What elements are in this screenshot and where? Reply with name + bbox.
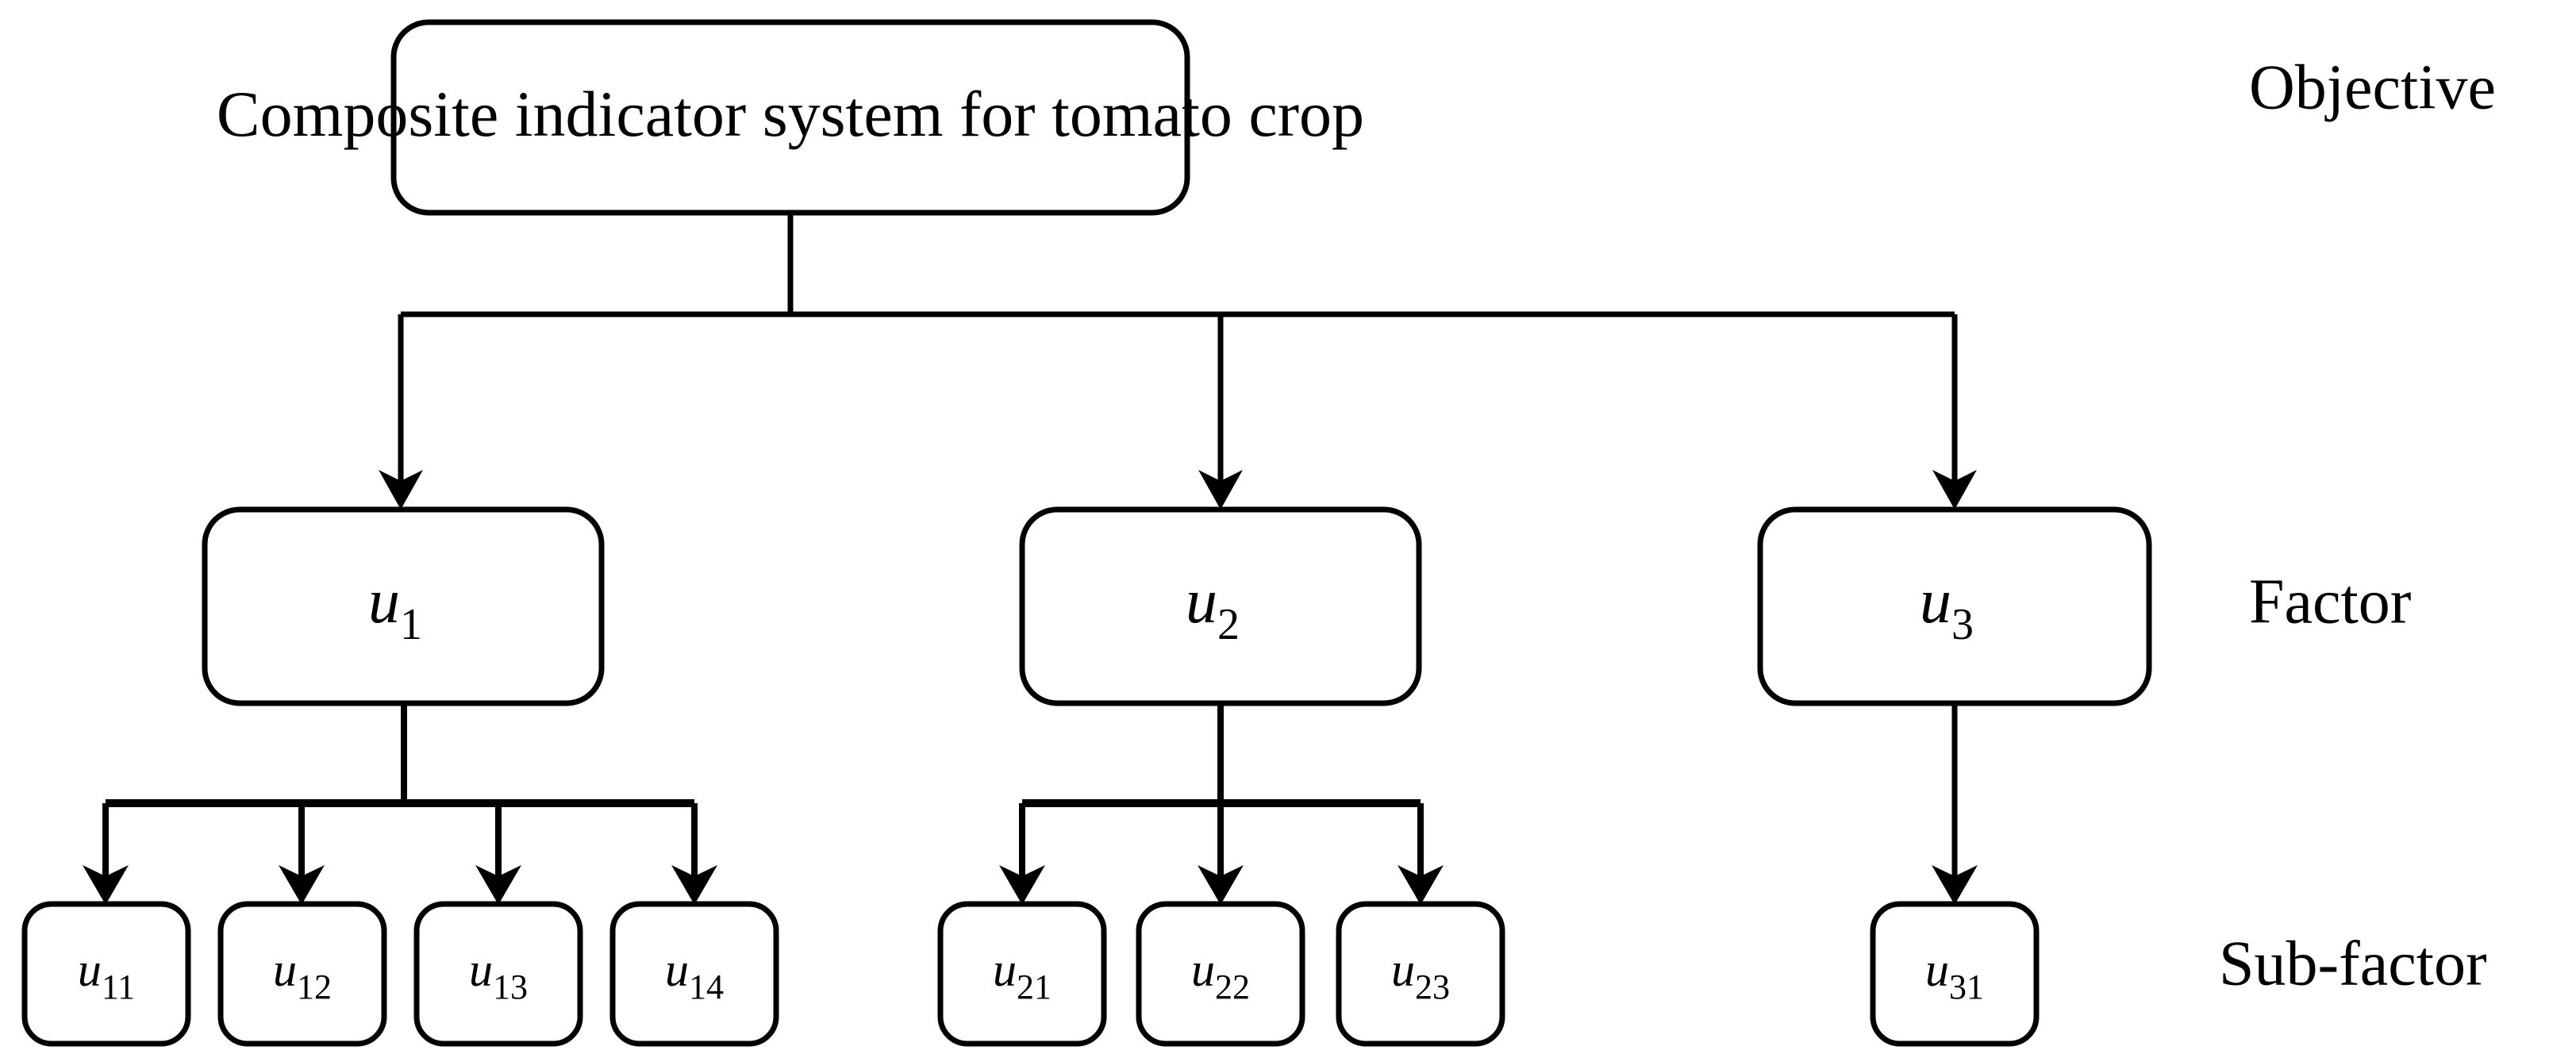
subfactor-label-u14: u14 [665, 944, 724, 1006]
arrowhead-u1-u13 [475, 865, 521, 905]
subfactor-node-u22[interactable]: u22 [1136, 901, 1305, 1047]
subfactor-base-u11: u [78, 944, 102, 996]
factor-subscript-u1: 1 [400, 600, 422, 649]
u2-to-subfactors-connector [999, 703, 1444, 905]
factor-subscript-u2: 2 [1217, 600, 1240, 649]
subfactor-label-u11: u11 [78, 944, 135, 1006]
subfactor-subscript-u14: 14 [689, 967, 724, 1006]
arrowhead-u3-u31 [1932, 865, 1978, 905]
subfactor-node-u11[interactable]: u11 [21, 901, 191, 1047]
factor-base-u3: u [1920, 567, 1951, 637]
factor-label-u1: u1 [368, 567, 422, 649]
arrowhead-objective-u2 [1198, 470, 1243, 510]
subfactor-base-u22: u [1191, 944, 1215, 996]
subfactor-base-u12: u [273, 944, 297, 996]
subfactor-box-u23[interactable] [1336, 901, 1505, 1047]
arrowhead-objective-u1 [379, 470, 423, 510]
subfactor-box-u13[interactable] [413, 901, 583, 1047]
subfactor-node-u12[interactable]: u12 [217, 901, 387, 1047]
subfactor-subscript-u13: 13 [493, 967, 528, 1006]
factor-label-u2: u2 [1186, 567, 1240, 649]
u3-to-subfactor-connector [1932, 703, 1978, 905]
subfactor-node-u31[interactable]: u31 [1870, 901, 2040, 1047]
tier-label-factor: Factor [2249, 567, 2411, 637]
subfactor-label-u23: u23 [1391, 944, 1450, 1006]
subfactor-base-u31: u [1925, 944, 1949, 996]
subfactor-node-u14[interactable]: u14 [609, 901, 779, 1047]
arrowhead-u2-u22 [1198, 865, 1244, 905]
factor-node-u2[interactable]: u2 [1019, 506, 1422, 706]
objective-node[interactable]: Composite indicator system for tomato cr… [217, 19, 1364, 216]
subfactor-label-u31: u31 [1925, 944, 1984, 1006]
subfactor-node-u23[interactable]: u23 [1336, 901, 1505, 1047]
subfactor-label-u13: u13 [469, 944, 528, 1006]
subfactor-subscript-u31: 31 [1949, 967, 1984, 1006]
subfactor-base-u21: u [993, 944, 1017, 996]
subfactor-subscript-u11: 11 [102, 967, 135, 1006]
subfactor-subscript-u12: 12 [297, 967, 332, 1006]
factor-subscript-u3: 3 [1951, 600, 1974, 649]
subfactor-node-u13[interactable]: u13 [413, 901, 583, 1047]
subfactor-label-u21: u21 [993, 944, 1052, 1006]
objective-label: Composite indicator system for tomato cr… [217, 78, 1364, 150]
subfactor-box-u22[interactable] [1136, 901, 1305, 1047]
subfactor-label-u22: u22 [1191, 944, 1250, 1006]
arrowhead-u1-u14 [671, 865, 717, 905]
factor-base-u2: u [1186, 567, 1217, 637]
subfactor-base-u13: u [469, 944, 493, 996]
subfactor-subscript-u22: 22 [1215, 967, 1250, 1006]
factor-node-u1[interactable]: u1 [202, 506, 605, 706]
arrowhead-u1-u12 [279, 865, 325, 905]
factor-base-u1: u [368, 567, 400, 637]
factor-label-u3: u3 [1920, 567, 1974, 649]
subfactor-label-u12: u12 [273, 944, 332, 1006]
subfactor-box-u31[interactable] [1870, 901, 2040, 1047]
subfactor-box-u21[interactable] [937, 901, 1107, 1047]
subfactor-box-u11[interactable] [21, 901, 191, 1047]
subfactor-subscript-u21: 21 [1017, 967, 1052, 1006]
arrowhead-u2-u23 [1398, 865, 1444, 905]
subfactor-base-u14: u [665, 944, 689, 996]
arrowhead-u2-u21 [999, 865, 1045, 905]
objective-to-factors-connector [379, 213, 1977, 510]
subfactor-base-u23: u [1391, 944, 1415, 996]
tier-label-objective: Objective [2249, 52, 2496, 122]
subfactor-box-u12[interactable] [217, 901, 387, 1047]
tier-label-sub-factor: Sub-factor [2219, 929, 2487, 998]
arrowhead-u1-u11 [83, 865, 129, 905]
subfactor-subscript-u23: 23 [1415, 967, 1450, 1006]
subfactor-node-u21[interactable]: u21 [937, 901, 1107, 1047]
subfactor-box-u14[interactable] [609, 901, 779, 1047]
u1-to-subfactors-connector [83, 703, 717, 905]
factor-node-u3[interactable]: u3 [1757, 506, 2152, 706]
arrowhead-objective-u3 [1932, 470, 1977, 510]
